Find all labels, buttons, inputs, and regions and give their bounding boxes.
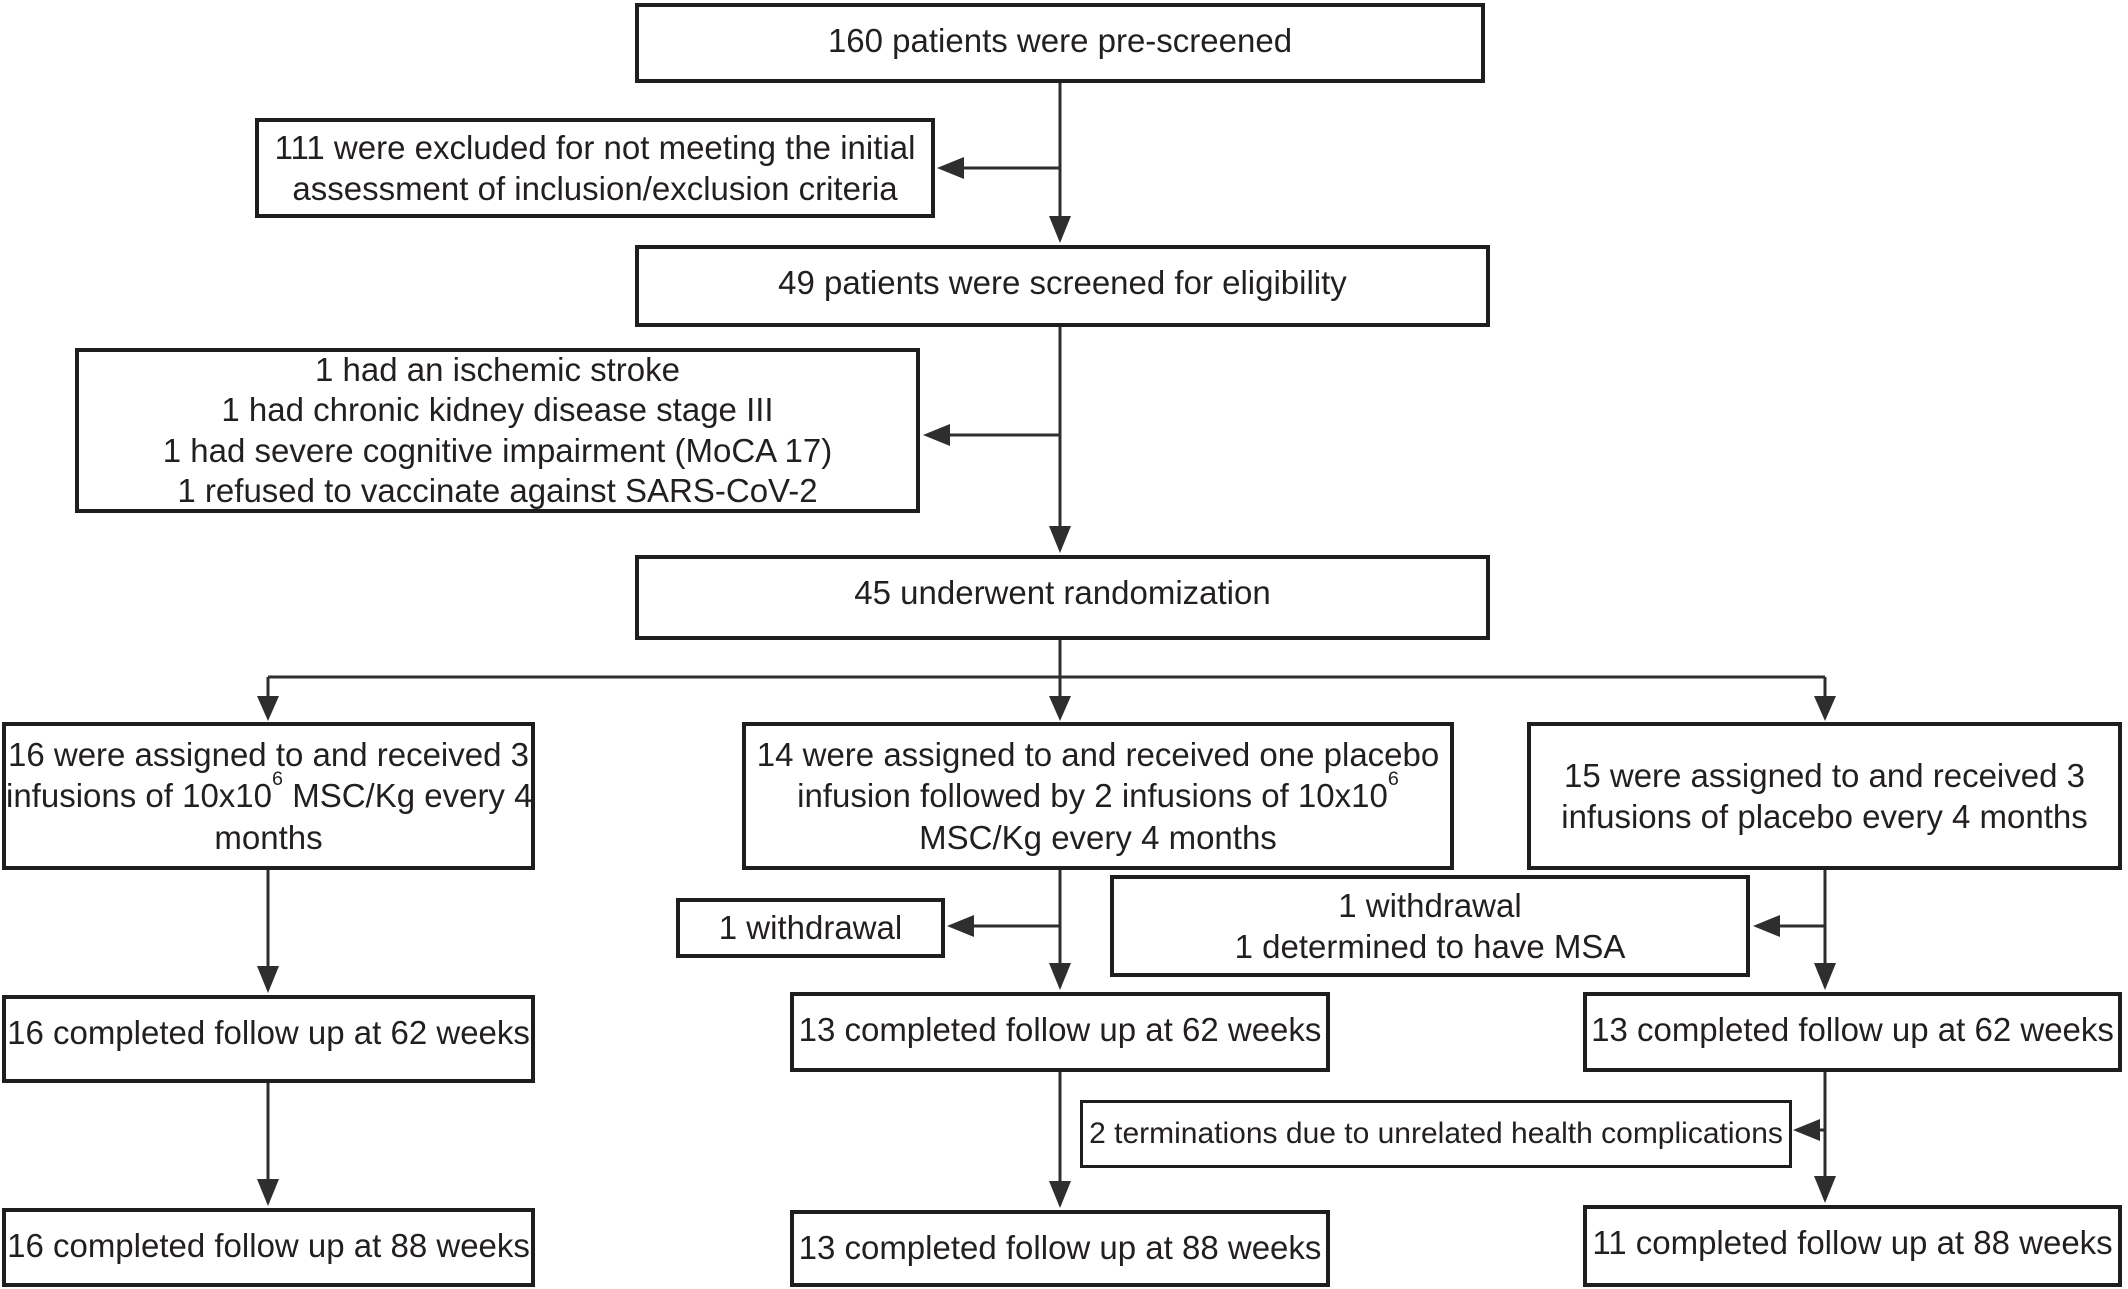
connector-arm1-to-fu62: [257, 870, 279, 993]
box-text: 16 completed follow up at 88 weeks: [7, 1227, 530, 1264]
box-arm-msc: 16 were assigned to and received 3 infus…: [2, 722, 535, 870]
box-text: 1 had an ischemic stroke: [314, 351, 680, 388]
box-prescreened: 160 patients were pre-screened: [635, 3, 1485, 83]
box-text: 111 were excluded for not meeting the in…: [274, 128, 916, 166]
connector-fu62-to-fu88-right: [1814, 1072, 1836, 1203]
box-screening-exclusions: 1 had an ischemic stroke 1 had chronic k…: [75, 348, 920, 513]
box-text: 13 completed follow up at 88 weeks: [798, 1229, 1322, 1266]
box-withdrawal-mid: 1 withdrawal: [676, 898, 945, 958]
box-text: 11 completed follow up at 88 weeks: [1592, 1224, 2113, 1261]
box-text: 16 were assigned to and received 3: [7, 736, 529, 774]
connector-to-terminations: [1793, 1119, 1825, 1141]
box-text: 45 underwent randomization: [854, 574, 1271, 611]
box-terminations: 2 terminations due to unrelated health c…: [1080, 1100, 1792, 1168]
box-text: 1 refused to vaccinate against SARS-CoV-…: [177, 471, 818, 509]
dose-text: MSC/Kg every 4: [283, 777, 533, 815]
box-text: 1 had chronic kidney disease stage III: [221, 391, 774, 429]
dose-exponent: 6: [1387, 767, 1399, 790]
box-text: 1 withdrawal: [718, 909, 903, 947]
box-text: 13 completed follow up at 62 weeks: [798, 1011, 1322, 1048]
box-text: 1 had severe cognitive impairment (MoCA …: [162, 431, 833, 469]
box-text: 14 were assigned to and received one pla…: [756, 736, 1440, 774]
box-text: 16 completed follow up at 62 weeks: [7, 1014, 530, 1051]
box-excluded-initial: 111 were excluded for not meeting the in…: [255, 118, 935, 218]
dose-exponent: 6: [272, 767, 284, 790]
dose-text: infusions of 10x10: [6, 777, 273, 815]
box-text: MSC/Kg every 4 months: [919, 818, 1277, 856]
dose-text: infusion followed by 2 infusions of 10x1…: [797, 777, 1388, 815]
box-text: infusion followed by 2 infusions of 10x1…: [746, 769, 1450, 816]
box-text: 160 patients were pre-screened: [827, 22, 1293, 59]
box-text: assessment of inclusion/exclusion criter…: [292, 170, 898, 207]
connector-to-withdrawal-mid: [947, 915, 1060, 937]
connector-to-withdrawal-right: [1753, 915, 1825, 937]
connector-randomized-split: [257, 640, 1836, 721]
box-fu88-left: 16 completed follow up at 88 weeks: [2, 1208, 535, 1287]
connector-to-excluded-initial: [937, 157, 1060, 179]
box-fu88-right: 11 completed follow up at 88 weeks: [1583, 1205, 2122, 1287]
connector-fu62-to-fu88-left: [257, 1083, 279, 1206]
box-text: 1 withdrawal: [1338, 886, 1522, 924]
box-text: 49 patients were screened for eligibilit…: [778, 264, 1347, 301]
box-arm-placebo-msc: 14 were assigned to and received one pla…: [742, 722, 1454, 870]
box-arm-placebo: 15 were assigned to and received 3 infus…: [1527, 722, 2122, 870]
box-screened: 49 patients were screened for eligibilit…: [635, 245, 1490, 327]
connector-prescreened-to-screened: [1049, 83, 1071, 243]
box-fu62-mid: 13 completed follow up at 62 weeks: [790, 992, 1330, 1072]
box-text: 2 terminations due to unrelated health c…: [1089, 1117, 1783, 1151]
connector-fu62-to-fu88-mid: [1049, 1072, 1071, 1208]
box-fu88-mid: 13 completed follow up at 88 weeks: [790, 1210, 1330, 1287]
box-text: 13 completed follow up at 62 weeks: [1591, 1011, 2114, 1048]
box-withdrawal-right: 1 withdrawal 1 determined to have MSA: [1110, 875, 1750, 977]
box-randomized: 45 underwent randomization: [635, 555, 1490, 640]
box-fu62-left: 16 completed follow up at 62 weeks: [2, 995, 535, 1083]
box-text: months: [214, 818, 323, 856]
box-text: 15 were assigned to and received 3: [1563, 756, 2085, 794]
connector-screened-to-randomized: [1049, 327, 1071, 553]
connector-arm3-to-fu62: [1814, 870, 1836, 990]
connector-arm2-to-fu62: [1049, 870, 1071, 990]
box-text: infusions of 10x106 MSC/Kg every 4: [6, 769, 533, 816]
box-text: 1 determined to have MSA: [1234, 928, 1626, 965]
box-fu62-right: 13 completed follow up at 62 weeks: [1583, 992, 2122, 1072]
connector-to-screening-exclusions: [923, 424, 1060, 446]
box-text: infusions of placebo every 4 months: [1561, 798, 2088, 835]
